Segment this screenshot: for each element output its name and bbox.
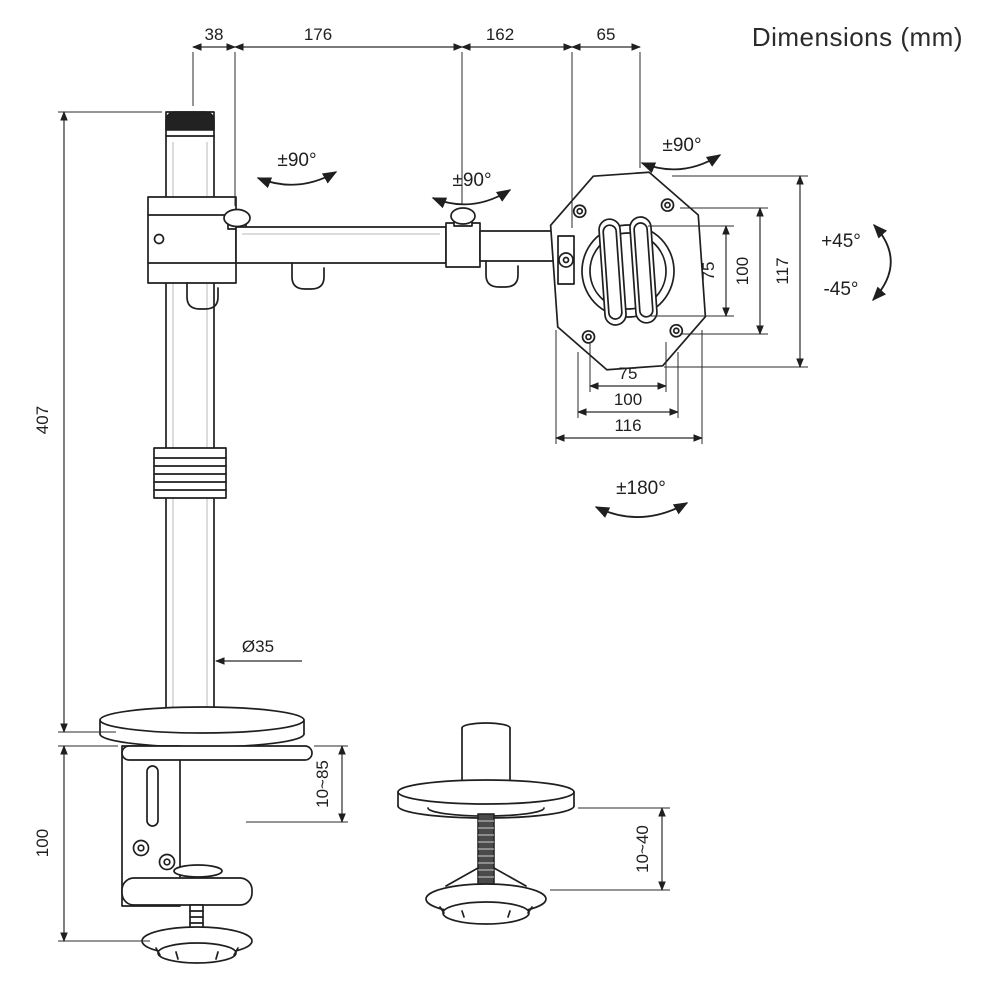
grommet-mount [397,722,575,925]
dim-label-10-85: 10~85 [313,760,332,808]
rotation-arrow-icon [640,154,722,174]
arm-segment-1 [235,226,447,264]
rotation-arrow-icon [256,171,338,189]
rotation-label-plus45: +45° [821,231,861,252]
dim-grommet-range: 10~40 [550,807,670,891]
dim-label-65: 65 [597,25,616,44]
dim-label-38: 38 [205,25,224,44]
cable-hook-icon [186,282,219,310]
grommet-base-disc [397,779,575,819]
clamp-top-arm [121,745,313,761]
dim-label-diameter: Ø35 [242,637,274,656]
vesa-plate [549,171,707,371]
clamp-bottom-arm [121,877,253,906]
dim-label-116: 116 [614,416,641,435]
dim-label-117: 117 [773,257,792,284]
dim-top-chain: 38 176 162 65 [192,25,641,228]
desk-clamp [99,706,313,964]
dim-label-100-bottom: 100 [614,390,642,409]
dim-label-100-left: 100 [33,829,52,857]
grommet-wing-bracket [445,867,527,887]
pole-top-cap [165,111,215,131]
rotation-joint2: ±90° [431,170,512,209]
bracket-bolt-icon [153,233,165,245]
dim-clamp-range: 10~85 [246,745,348,823]
rotation-label-90-2: ±90° [452,170,491,191]
tilt-arrow-icon [872,223,892,302]
clamp-base-disc [99,706,305,748]
arm-joint-bolt-1 [223,208,251,230]
arm [223,207,561,290]
rotation-plate-spin: ±180° [594,478,689,518]
rotation-vesa-pivot: ±90° [640,135,722,174]
cable-hook-icon [291,262,325,290]
dim-vesa-bottom: 75 100 116 [555,330,703,444]
vesa-hinge [557,235,575,285]
rotation-tilt: +45° -45° [821,223,892,302]
rotation-label-90-3: ±90° [662,135,701,156]
dim-label-75-right: 75 [699,262,718,281]
arm-segment-2 [479,230,561,262]
grommet-threaded-rod [477,813,495,889]
cable-hook-icon [485,260,519,288]
rotation-label-90-1: ±90° [277,150,316,171]
grommet-wing-nut [425,883,547,925]
dim-label-407: 407 [33,406,52,434]
dim-label-75-bottom: 75 [619,364,638,383]
rotation-arrow-icon [594,502,689,518]
clamp-adjust-slot [146,765,159,827]
pole-collar [153,447,227,499]
dim-label-176: 176 [304,25,332,44]
arm-joint-block [445,222,481,268]
clamp-knob [141,926,253,964]
dim-pole-diameter: Ø35 [215,637,302,665]
dim-clamp-height: 100 [33,745,150,942]
vesa-screw-holes [572,198,684,344]
rotation-label-minus45: -45° [823,279,858,300]
rotation-joint1: ±90° [256,150,338,189]
diagram-title: Dimensions (mm) [752,22,963,52]
dim-label-162: 162 [486,25,514,44]
arm-joint-bolt-2 [450,207,476,227]
rotation-arrow-icon [431,189,512,209]
dim-vesa-right: 75 100 117 [648,175,808,368]
dim-pole-height: 407 [33,111,162,733]
clamp-keyholes [132,839,176,871]
clamp-pad [173,864,223,878]
dim-label-10-40: 10~40 [633,825,652,873]
rotation-label-180: ±180° [616,478,666,499]
dim-label-100-right: 100 [733,257,752,285]
